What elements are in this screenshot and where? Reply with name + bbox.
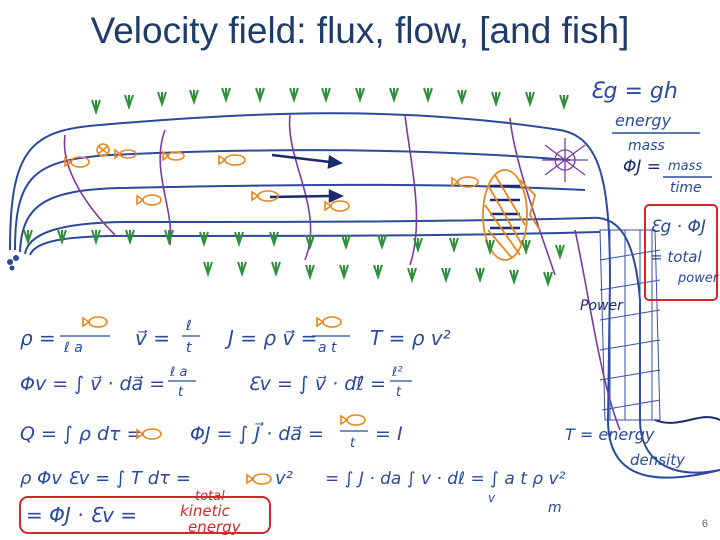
eq-eps-v-num: ℓ² [391,365,403,380]
fish-icon [317,317,341,327]
time-label: time [670,180,702,196]
eq-t: T = ρ v² [370,326,451,350]
eq-int-v: v [488,491,496,505]
flux-surface-6 [575,230,620,430]
fish-icon [247,474,271,484]
eq-j: J = ρ v⃗ = [224,326,317,350]
eq-phi-v-den: t [178,385,184,400]
eq-phi-j-den: t [350,436,356,451]
energy-label: energy [615,111,672,130]
phi-j-label: ΦJ = [623,157,661,177]
eq-phi-v: Φv = ∫ v⃗ · da⃗ = [20,373,165,395]
eq-q: Q = ∫ ρ dτ = [20,423,142,445]
density-label: density [630,451,686,469]
flux-surface-1 [64,135,115,235]
eq-phi-v-num: ℓ a [169,365,188,380]
eq-eps-v: Ɛv = ∫ v⃗ · dℓ⃗ = [248,373,386,395]
total-label: = total [650,248,702,266]
eq-int-m: m [548,500,562,516]
svg-text:energy: energy [188,518,242,536]
eq-phi-j: ΦJ = ∫ J⃗ · da⃗ = [190,422,324,445]
page-number: 6 [702,518,708,530]
mass-label: mass [628,138,665,154]
eq-int-j: = ∫ J · da ∫ v · dℓ = ∫ a t ρ v² [325,469,566,489]
mass2-label: mass [668,159,702,174]
whirl [542,138,588,182]
eq-eps-v-den: t [396,385,402,400]
eq-v2: v² [275,468,293,489]
fish-icon [325,201,349,211]
eq-v: v⃗ = [135,326,170,350]
fish-icon [219,155,245,165]
stream-line-lower [20,185,585,252]
eq-v-den: t [186,340,192,356]
t-density-label: T = energy [565,425,655,444]
right-annotations: Ɛg = gh energy mass ΦJ = mass time Ɛg · … [565,79,720,469]
eq-v-num: ℓ [185,318,192,334]
eq-bottom: = ΦJ · Ɛv = [26,503,137,527]
eg-label: Ɛg = gh [590,79,678,104]
equations: ρ = ℓ a v⃗ = ℓ t J = ρ v⃗ = a t T = ρ v²… [20,318,566,527]
power-word-label: power [677,271,720,286]
eq-rho-phi: ρ Φv Ɛv = ∫ T dτ = [20,468,191,489]
fish-icon [137,195,161,205]
power-eq-label: Ɛg · ΦJ [650,217,706,237]
source-marker [7,255,19,271]
fish-icon [83,317,107,327]
power-tag-label: Power [580,298,624,314]
eq-rho-den: ℓ a [63,340,83,356]
fish-icon [97,144,109,156]
fish-icon [341,415,365,425]
eq-rho: ρ = [20,326,56,350]
stream-line-bottom2 [30,232,600,255]
eq-i: = I [375,423,403,445]
eq-j-den: a t [318,340,337,356]
